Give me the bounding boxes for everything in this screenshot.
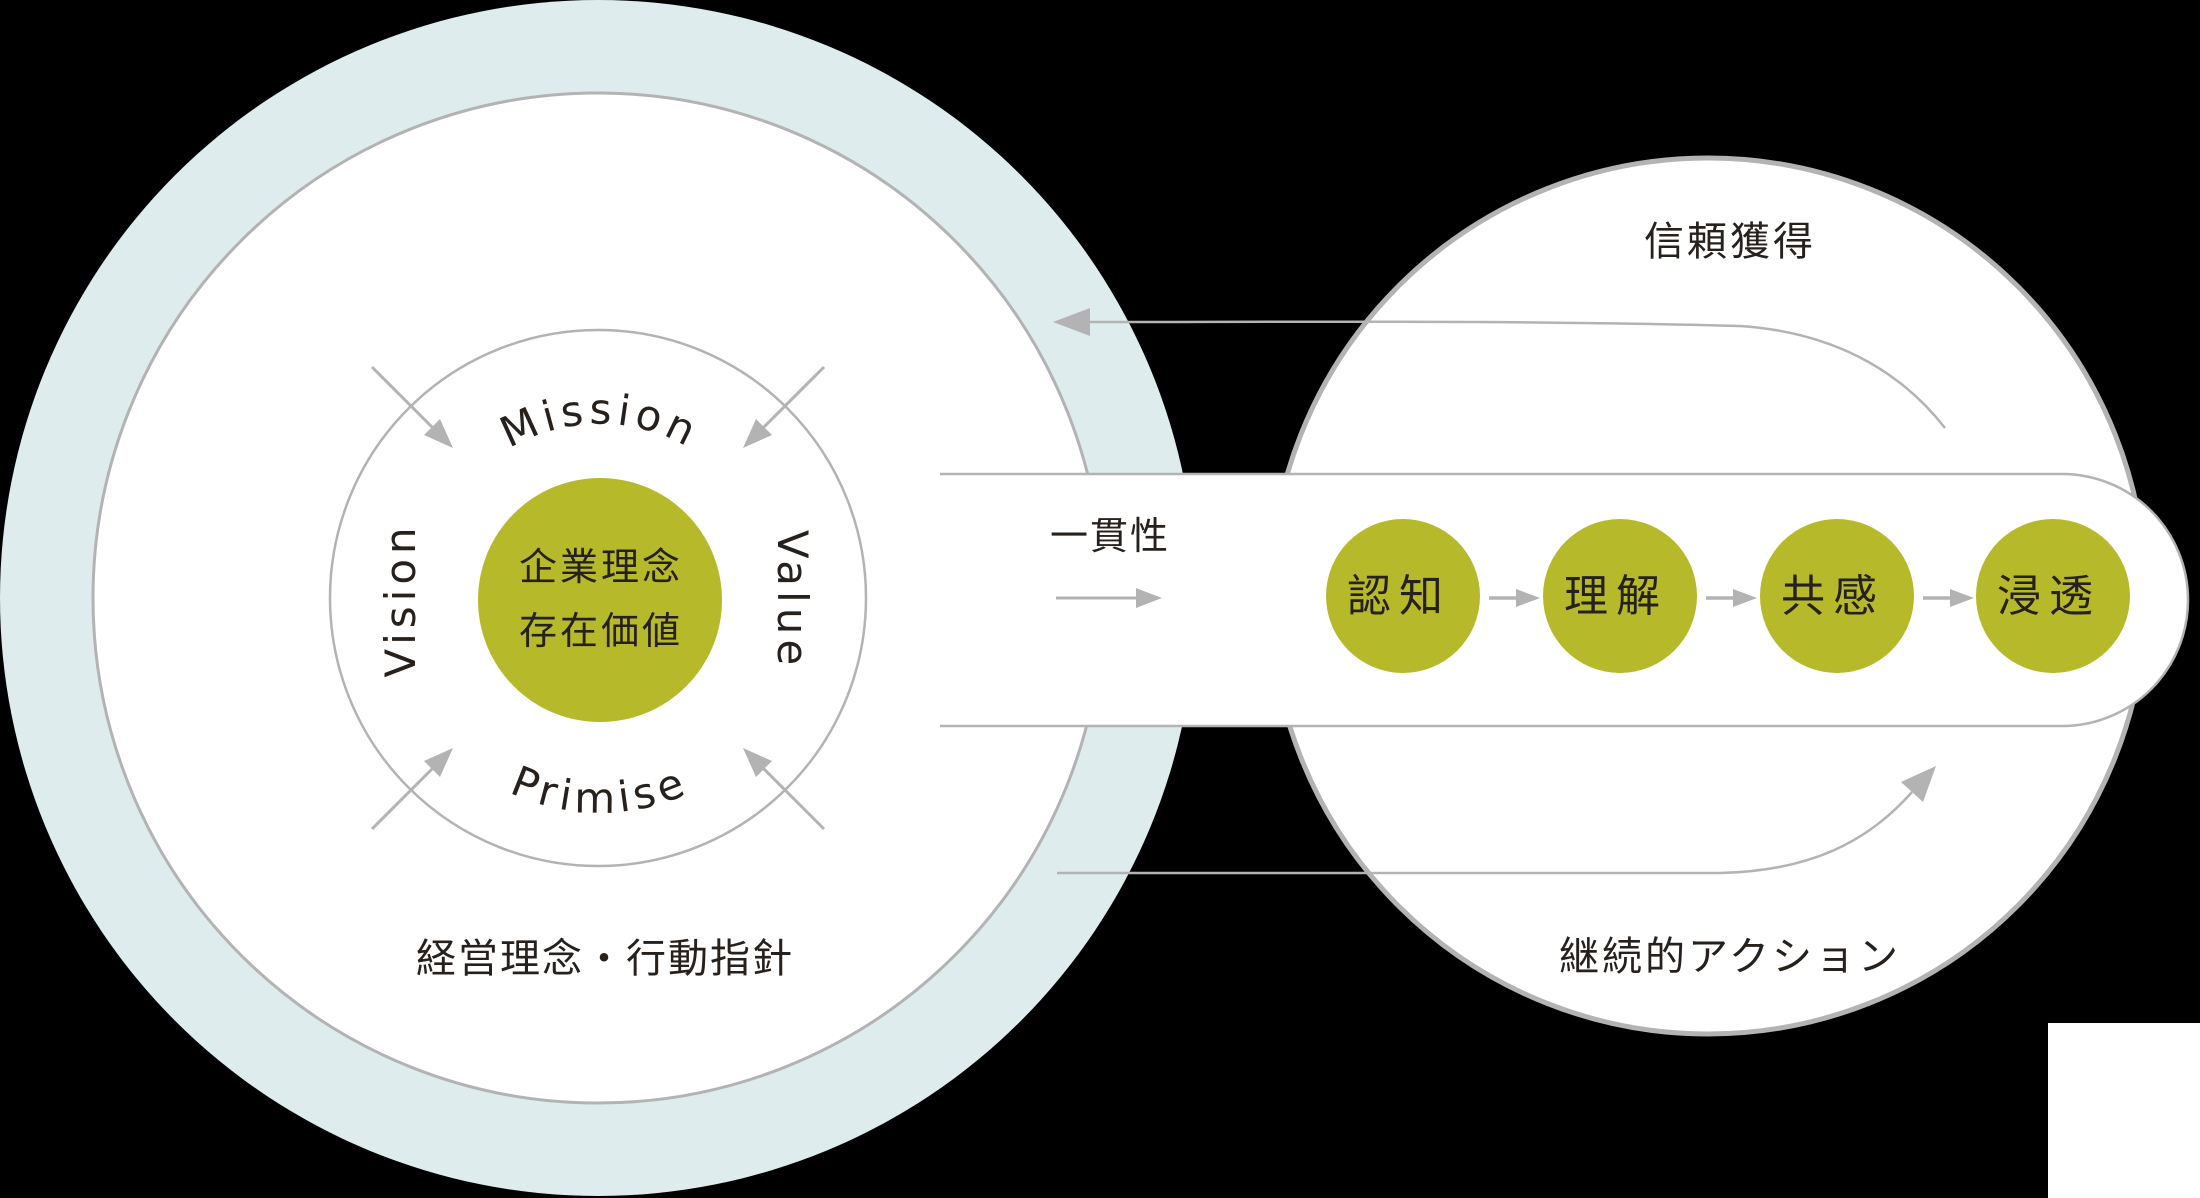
consistency-label: 一貫性 (1050, 514, 1170, 558)
inward-arrow-ne-head-icon (743, 419, 772, 448)
feedback-arrow-top (1053, 308, 1946, 429)
inward-arrow-nw-head-icon (424, 419, 453, 448)
feedback-arrow-top-head-icon (1053, 308, 1090, 336)
step-label-1: 認知 (1347, 571, 1451, 622)
step-arrow-2 (1706, 589, 1757, 607)
step-arrow-3-head-icon (1950, 589, 1974, 607)
step-rikai: 理解 (1543, 519, 1697, 673)
feedback-arrow-bottom-line (1057, 791, 1913, 875)
core-label-line2: 存在価値 (519, 609, 683, 653)
step-label-3: 共感 (1781, 571, 1885, 622)
left-outer-label: 経営理念・行動指針 (416, 936, 794, 982)
step-circle-4 (1976, 519, 2130, 673)
step-arrow-2-head-icon (1733, 589, 1757, 607)
inward-arrow-ne-line (761, 365, 826, 430)
core-circle (478, 478, 722, 722)
feedback-arrow-bottom (1057, 766, 1936, 875)
inward-arrow-sw (370, 748, 453, 831)
step-arrow-3 (1923, 589, 1974, 607)
step-kyokan: 共感 (1760, 519, 1914, 673)
consistency-arrow-head-icon (1136, 588, 1162, 608)
core-label-line1: 企業理念 (519, 545, 683, 589)
inward-arrow-nw (370, 365, 453, 448)
corner-white-block (2048, 1023, 2200, 1198)
step-shinto: 浸透 (1976, 519, 2130, 673)
step-circle-3 (1760, 519, 1914, 673)
inward-arrow-nw-line (370, 365, 435, 430)
step-ninchi: 認知 (1326, 519, 1480, 673)
consistency-arrow (1056, 588, 1162, 608)
step-arrow-1 (1489, 589, 1540, 607)
step-arrow-1-head-icon (1516, 589, 1540, 607)
step-circle-2 (1543, 519, 1697, 673)
ring-word-value: Value (768, 530, 817, 670)
inward-arrow-se (743, 748, 826, 831)
step-label-4: 浸透 (1997, 571, 2101, 622)
inward-arrow-se-head-icon (743, 748, 772, 777)
step-circle-1 (1326, 519, 1480, 673)
inner-ring (328, 328, 868, 868)
inward-arrow-ne (743, 365, 826, 448)
inward-arrow-se-line (761, 766, 826, 831)
inward-arrow-sw-line (370, 766, 435, 831)
step-label-2: 理解 (1564, 571, 1668, 622)
trust-label: 信頼獲得 (1644, 219, 1816, 265)
ring-word-vision: Vision (376, 522, 425, 677)
continuous-action-label: 継続的アクション (1559, 934, 1901, 980)
feedback-arrow-top-line (1087, 320, 1946, 429)
feedback-arrow-bottom-head-icon (1901, 766, 1936, 802)
inward-arrow-sw-head-icon (424, 748, 453, 777)
